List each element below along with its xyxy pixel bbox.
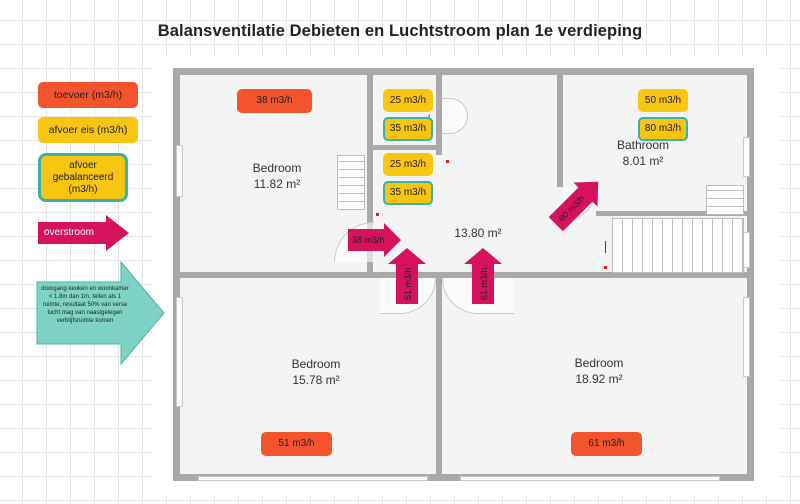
legend-afvoer-gebalanceerd: afvoer gebalanceerd (m3/h) [38,153,128,202]
svg-text:51 m3/h: 51 m3/h [403,267,413,300]
wall-bottom-divider [436,278,442,474]
stair-direction-line [605,241,606,253]
legend-afvoer-eis: afvoer eis (m3/h) [38,117,138,143]
wall-bath-left [557,75,563,187]
page-title: Balansventilatie Debieten en Luchtstroom… [157,22,643,40]
overflow-arrow-bedroom-tl: 38 m3/h [348,223,401,257]
window [460,476,720,481]
wall-closets-mid [373,145,436,150]
room-area-bedroom-tl: 11.82 m² [253,177,301,191]
overflow-arrow-bathroom: 80 m3/h [548,178,602,232]
window [743,232,750,268]
badge-balanced-bathroom: 80 m3/h [638,117,688,141]
badge-supply-bedroom-tl: 38 m3/h [237,89,312,113]
wall-bed-tl-right [367,75,373,272]
marker-dot [446,160,449,163]
badge-required-closet-2: 25 m3/h [383,153,433,176]
window [743,297,750,377]
window [176,145,183,197]
badge-balanced-closet-1: 35 m3/h [383,117,433,141]
staircase-small [337,155,365,210]
marker-dot [604,266,607,269]
legend-toevoer: toevoer (m3/h) [38,82,138,108]
staircase [612,218,744,273]
room-area-bathroom: 8.01 m² [622,154,664,168]
legend-note-arrow [36,260,165,366]
window [198,476,428,481]
legend-overstroom-label: overstroom [44,227,95,238]
staircase-landing [706,185,744,215]
overflow-arrow-bedroom-bl: 51 m3/h [388,248,426,304]
room-area-hall: 13.80 m² [454,226,502,240]
room-name-bedroom-br: Bedroom [574,356,624,370]
wall-closets-right [436,75,442,155]
room-name-bedroom-tl: Bedroom [252,161,302,175]
room-area-bedroom-br: 18.92 m² [575,372,623,386]
wall-bath-bottom [596,211,747,216]
overflow-arrow-bedroom-br: 61 m3/h [464,248,502,304]
wall-horizontal-mid [180,272,747,278]
badge-supply-bedroom-br: 61 m3/h [571,432,642,456]
room-area-bedroom-bl: 15.78 m² [292,373,340,387]
svg-text:38 m3/h: 38 m3/h [352,235,385,245]
window [176,297,183,407]
legend-overstroom-arrow [38,215,129,251]
svg-text:61 m3/h: 61 m3/h [479,267,489,300]
badge-required-bathroom: 50 m3/h [638,89,688,112]
room-name-bathroom: Bathroom [616,138,670,152]
badge-balanced-closet-2: 35 m3/h [383,181,433,205]
badge-supply-bedroom-bl: 51 m3/h [261,432,332,456]
room-name-bedroom-bl: Bedroom [291,357,341,371]
window [743,137,750,177]
badge-required-closet-1: 25 m3/h [383,89,433,112]
marker-dot [376,213,379,216]
legend-note-text: doorgang keuken en woonkamer < 1.8m dan … [41,286,129,324]
